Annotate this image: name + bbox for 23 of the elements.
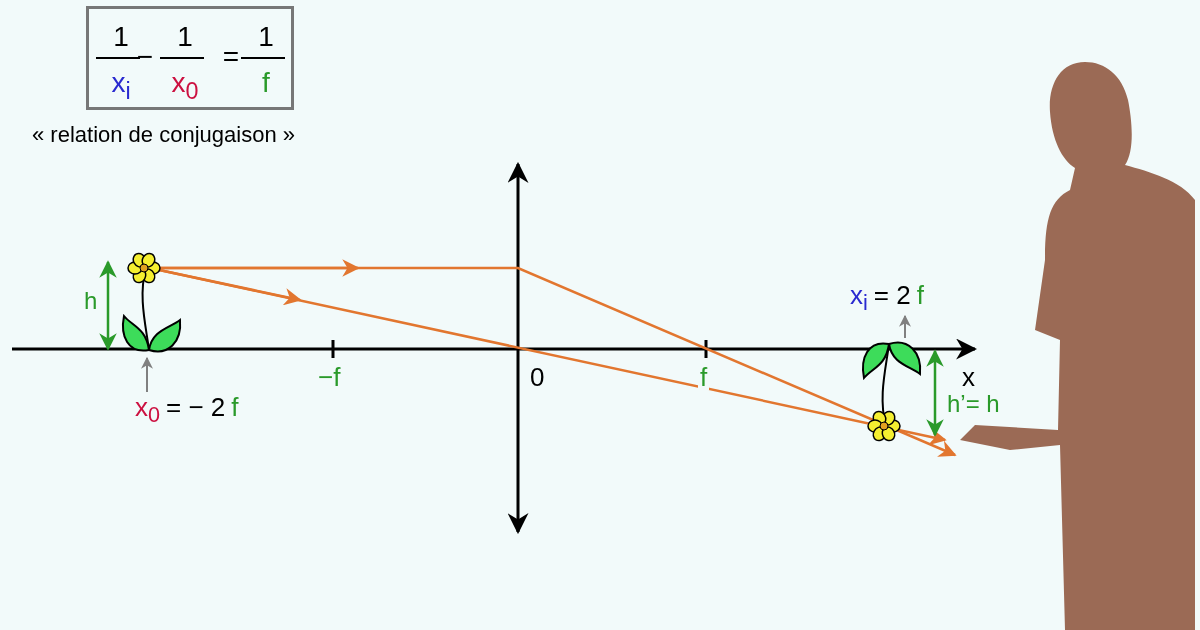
formula-box [86, 6, 294, 110]
position-label: = − 2 [166, 392, 226, 422]
axis-label: 0 [529, 364, 546, 390]
position-label: x$_{i}$ [850, 280, 868, 310]
formula-term: x$_{0}$ [171, 69, 199, 103]
position-label: = 2 [873, 280, 911, 310]
pointer-arrow [141, 356, 153, 393]
axis-label: h’= h [946, 392, 1001, 416]
formula-term: 1 [258, 23, 274, 51]
formula-term: 1 [113, 23, 129, 51]
formula-term: x$_{i}$ [111, 69, 131, 103]
position-label: f [916, 280, 924, 310]
formula-term: f [262, 69, 270, 97]
axis-label: h [83, 289, 99, 313]
axis-label: f [698, 364, 710, 390]
position-label: f [231, 392, 239, 422]
formula-term: = [222, 43, 240, 71]
axis-label: x [961, 364, 976, 390]
axis-label: −f [317, 364, 342, 390]
position-label: x$_{0}$ [135, 392, 161, 422]
pointer-arrow [899, 314, 911, 339]
formula-term: 1 [177, 23, 193, 51]
caption-text: « relation de conjugaison » [31, 124, 296, 146]
